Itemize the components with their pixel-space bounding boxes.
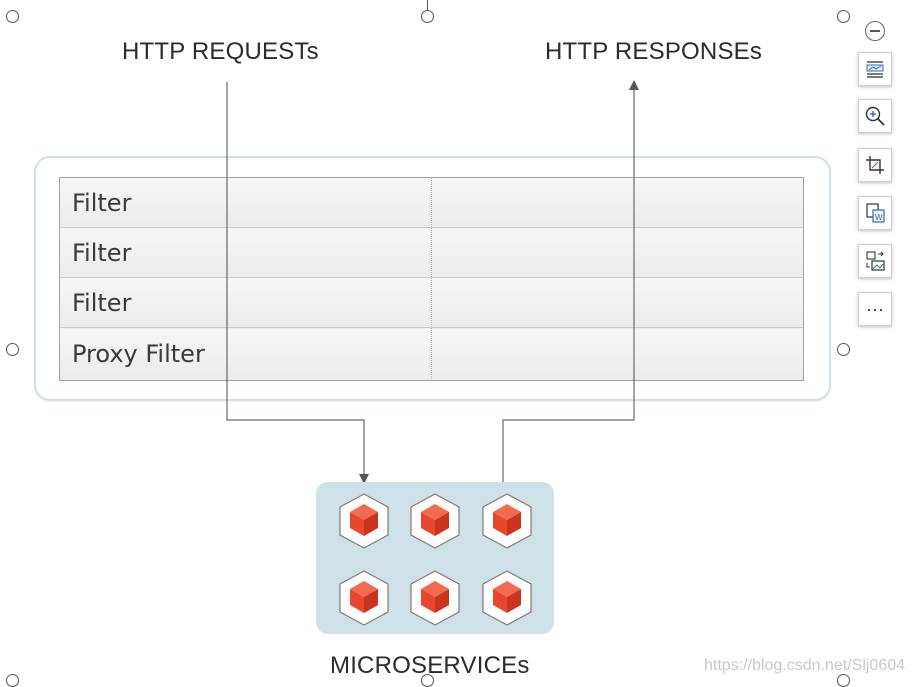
convert-to-word-icon: W [866,203,885,223]
resize-handle-right[interactable] [837,343,850,356]
filter-label: Filter [72,289,132,317]
crop-icon [866,156,884,174]
svg-text:W: W [875,213,883,222]
zoom-in-button[interactable] [858,99,892,133]
filter-label: Filter [72,239,132,267]
rotate-handle-stem [427,0,428,10]
resize-handle-bottom[interactable] [421,674,434,687]
microservice-cube-icon [482,493,532,549]
layout-options-button[interactable] [858,52,892,86]
swap-image-icon [866,251,885,271]
filter-divider [431,177,432,379]
proxy-filter-label: Proxy Filter [72,340,205,368]
http-responses-title: HTTP RESPONSEs [545,38,763,65]
more-icon: ··· [866,299,884,319]
resize-handle-top[interactable] [421,10,434,23]
resize-handle-top-right[interactable] [837,10,850,23]
microservice-cube-icon [339,493,389,549]
http-requests-title: HTTP REQUESTs [122,38,319,65]
zoom-in-icon [865,106,885,126]
resize-handle-top-left[interactable] [6,10,19,23]
collapse-icon[interactable] [865,21,885,41]
response-arrowhead [629,80,639,90]
crop-button[interactable] [858,148,892,182]
microservice-cube-icon [482,570,532,626]
microservice-cube-icon [410,493,460,549]
more-options-button[interactable]: ··· [858,292,892,326]
resize-handle-bottom-left[interactable] [6,674,19,687]
swap-image-button[interactable] [858,244,892,278]
watermark: https://blog.csdn.net/Slj0604 [704,657,906,674]
microservice-cube-icon [410,570,460,626]
convert-to-word-button[interactable]: W [858,196,892,230]
resize-handle-bottom-right[interactable] [837,674,850,687]
microservice-cube-icon [339,570,389,626]
filter-label: Filter [72,189,132,217]
layout-options-icon [866,61,884,78]
resize-handle-left[interactable] [6,343,19,356]
